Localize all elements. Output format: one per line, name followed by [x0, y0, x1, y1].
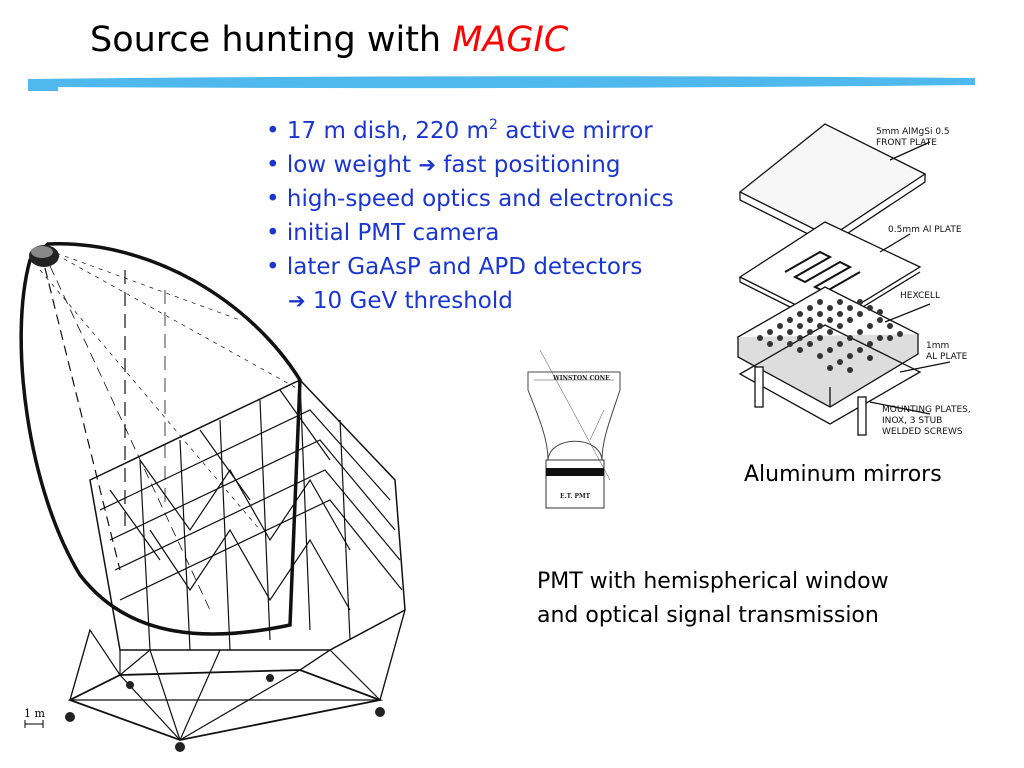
title-main: Source hunting with [90, 20, 453, 60]
camera-head [29, 245, 59, 267]
label-hexcell: HEXCELL [900, 291, 940, 301]
bullet-camera: • initial PMT camera [266, 220, 500, 246]
label-mount-3: WELDED SCREWS [882, 427, 963, 437]
mirror-exploded-diagram: 5mm AlMgSi 0.5 FRONT PLATE 0.5mm Al PLAT… [736, 123, 971, 437]
label-front-plate-1: 5mm AlMgSi 0.5 [876, 127, 950, 137]
slide-title: Source hunting with MAGIC [90, 20, 568, 60]
bullet-threshold: ➔ 10 GeV threshold [288, 288, 513, 314]
label-mount-1: MOUNTING PLATES, [882, 405, 971, 415]
feature-bullet-list: • 17 m dish, 220 m2 active mirror • low … [266, 108, 674, 318]
right-arrow-icon: ➔ [288, 289, 306, 313]
bullet-weight: • low weight ➔ fast positioning [266, 152, 621, 178]
bullet-dish: • 17 m dish, 220 m2 active mirror [266, 117, 653, 144]
label-al-plate: 0.5mm Al PLATE [888, 225, 962, 235]
right-arrow-icon: ➔ [418, 153, 436, 177]
label-al-plate2-1: 1mm [926, 341, 949, 351]
pmt-caption-line2: and optical signal transmission [537, 603, 879, 628]
pmt-caption: PMT with hemispherical window and optica… [537, 565, 889, 633]
telescope-drawing: 1 m [19, 242, 406, 752]
mirror-caption: Aluminum mirrors [744, 462, 942, 487]
title-accent: MAGIC [452, 20, 569, 60]
title-rule [28, 76, 975, 91]
label-front-plate-2: FRONT PLATE [876, 138, 937, 148]
pmt-label: E.T. PMT [560, 493, 591, 500]
label-mount-2: INOX, 3 STUB [882, 416, 942, 426]
pmt-diagram: WINSTON CONE E.T. PMT [527, 350, 621, 509]
bullet-detectors: • later GaAsP and APD detectors [266, 254, 643, 280]
label-al-plate2-2: AL PLATE [926, 352, 968, 362]
scale-label: 1 m [24, 707, 45, 720]
winston-cone-label: WINSTON CONE [552, 375, 610, 382]
bullet-optics: • high-speed optics and electronics [266, 186, 674, 212]
pmt-caption-line1: PMT with hemispherical window [537, 569, 889, 594]
